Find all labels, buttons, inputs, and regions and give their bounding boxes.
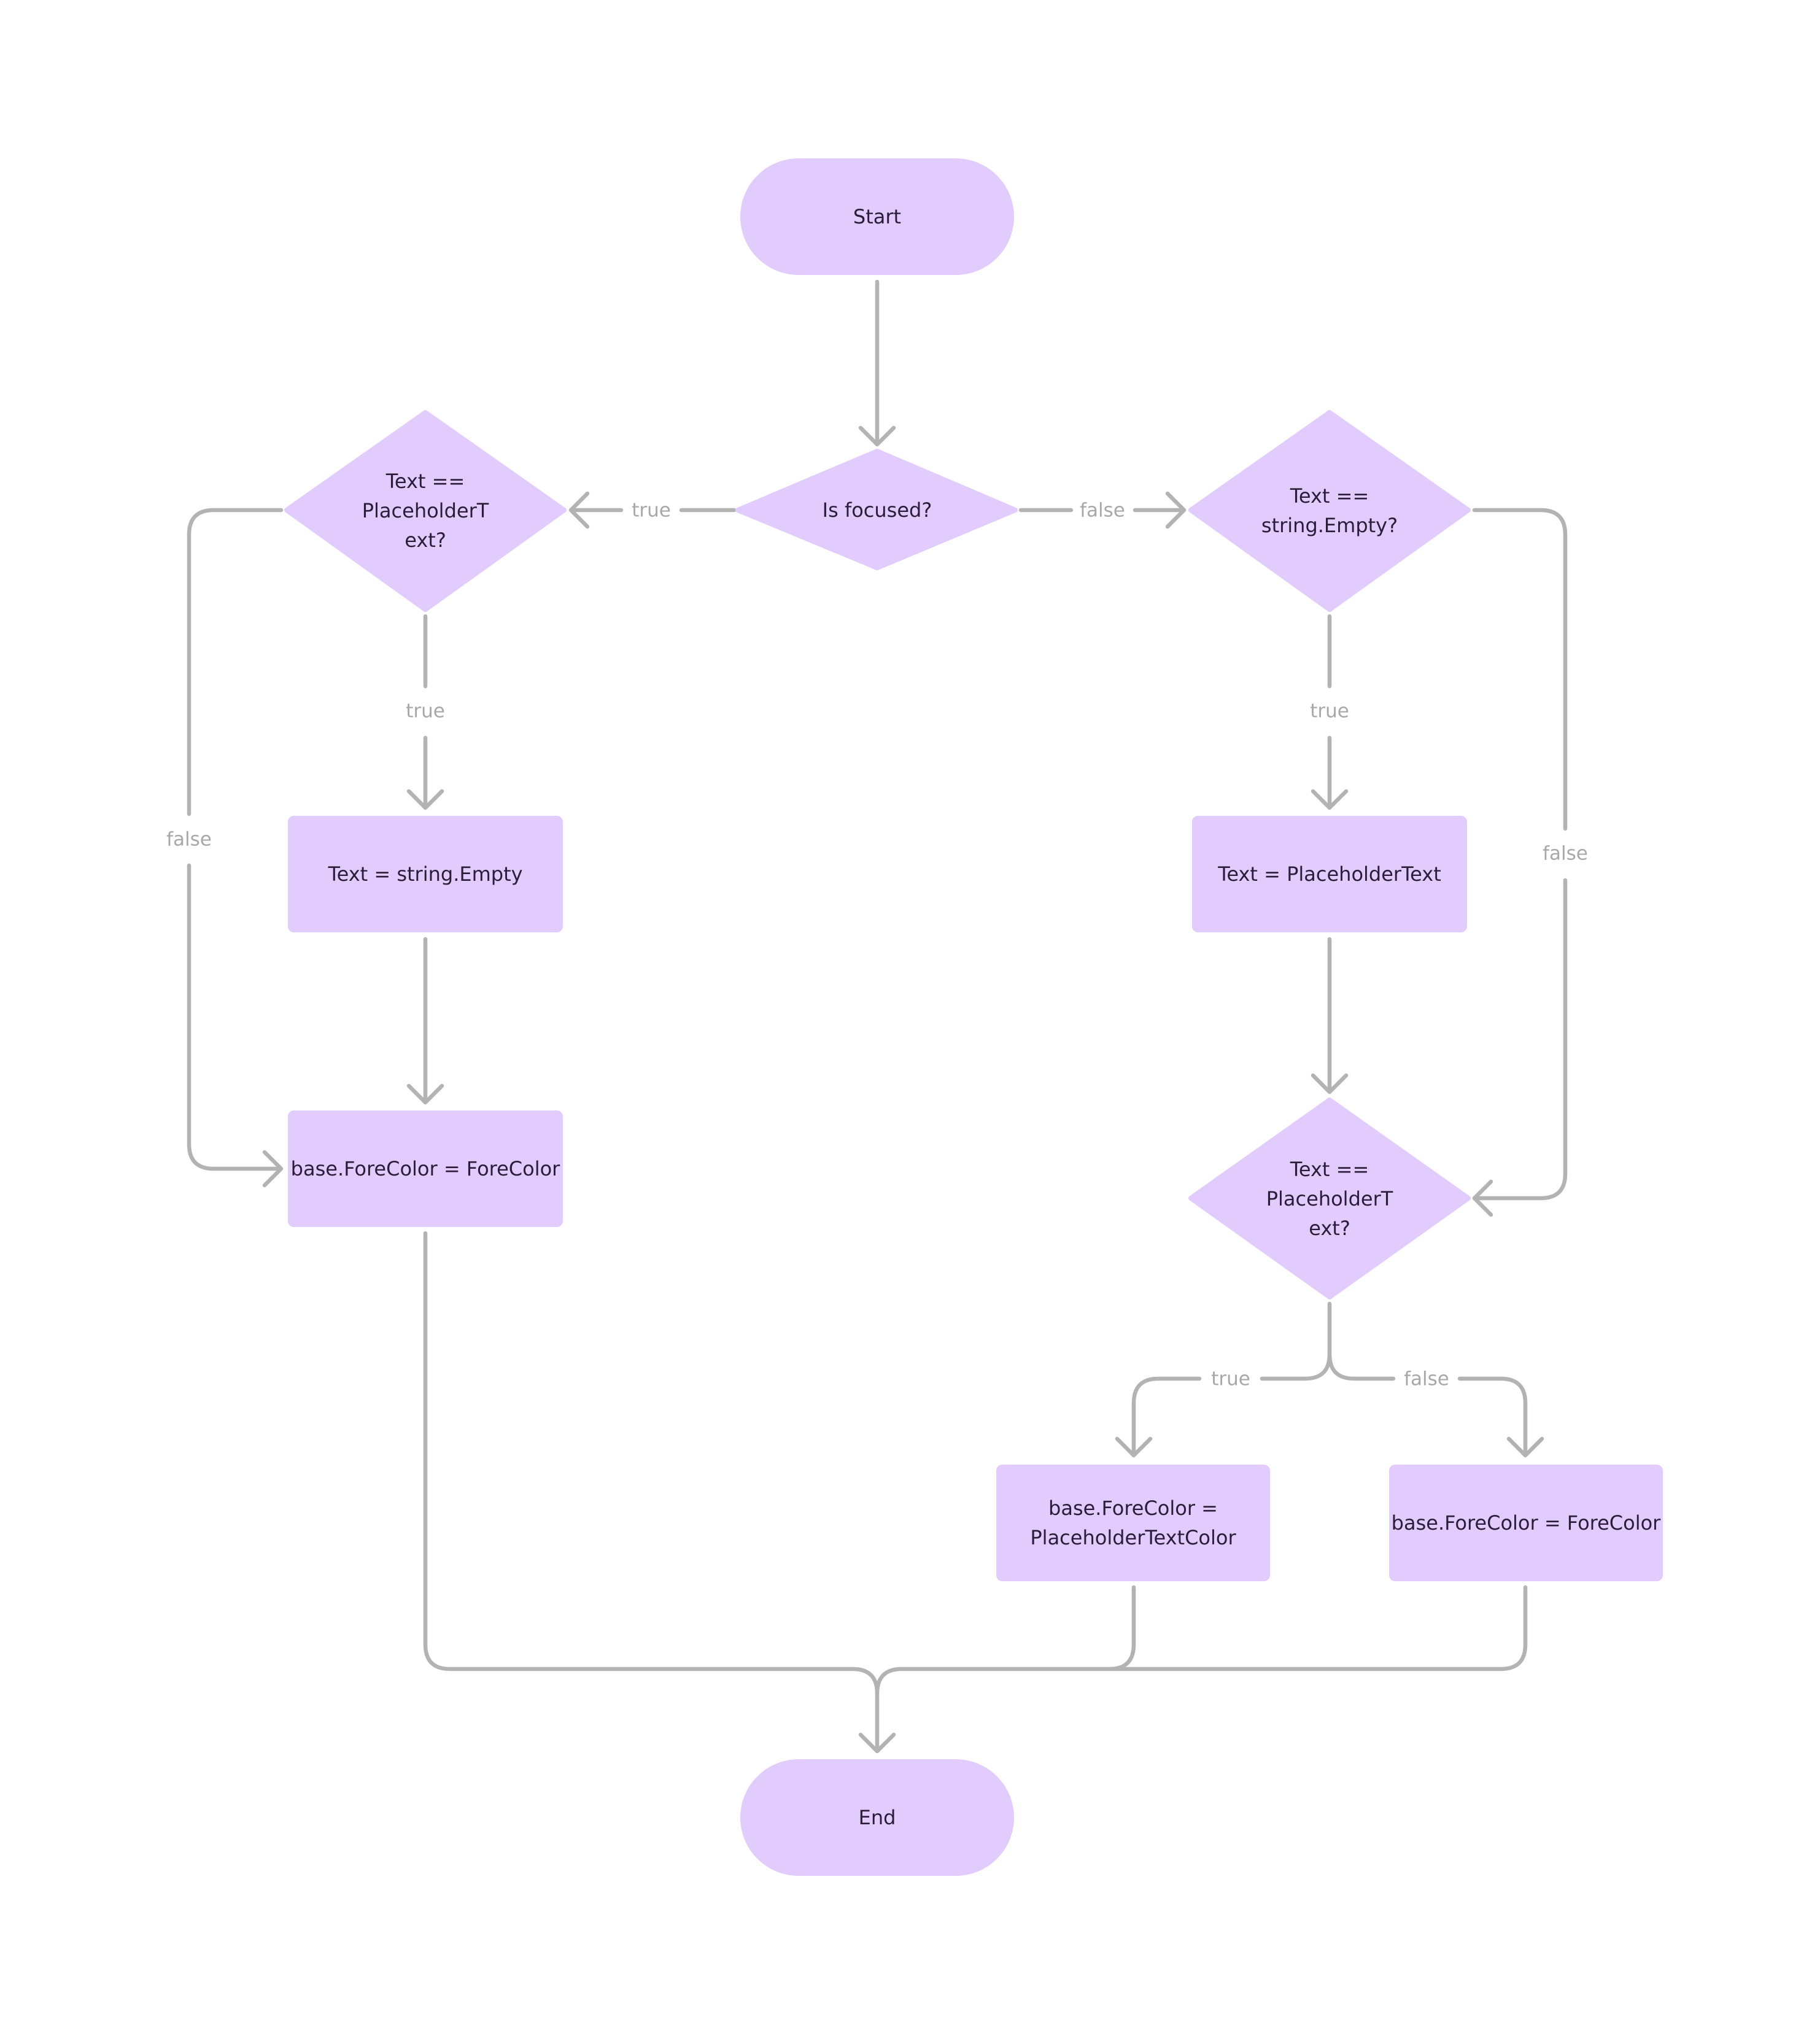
node-bottom-check[interactable]: Text == PlaceholderT ext?	[1188, 1098, 1471, 1299]
node-right-check-line-1: Text ==	[1290, 484, 1369, 508]
node-end[interactable]: End	[740, 1759, 1014, 1876]
arrowhead-icon	[406, 789, 444, 810]
node-left-check-line-1: Text ==	[385, 470, 465, 493]
arrowhead-icon	[406, 1083, 444, 1105]
node-set-placeholder-label: Text = PlaceholderText	[1217, 862, 1441, 886]
node-right-check[interactable]: Text == string.Empty?	[1188, 410, 1471, 612]
edge-placeholder-color-to-end	[875, 1585, 1136, 1696]
arrowhead-icon	[262, 1150, 284, 1188]
arrowhead-icon	[858, 425, 896, 447]
edge-bottom-check-to-right-forecolor	[1327, 1352, 1528, 1457]
node-start[interactable]: Start	[740, 158, 1014, 275]
node-bottom-check-line-1: Text ==	[1290, 1158, 1369, 1181]
arrowhead-icon	[1115, 1436, 1153, 1458]
node-is-focused-label: Is focused?	[823, 498, 932, 522]
edge-label-true: true	[1211, 1368, 1250, 1390]
arrowhead-icon	[858, 1732, 896, 1754]
node-placeholder-color[interactable]: base.ForeColor = PlaceholderTextColor	[996, 1465, 1270, 1581]
node-placeholder-color-line-1: base.ForeColor =	[1048, 1497, 1218, 1520]
edge-label-true: true	[1310, 700, 1349, 722]
node-left-check-line-3: ext?	[405, 529, 446, 552]
edge-label-false: false	[1543, 843, 1588, 865]
node-placeholder-color-line-2: PlaceholderTextColor	[1030, 1526, 1236, 1549]
edge-right-check-to-bottom-check	[1472, 508, 1568, 1201]
edge-left-forecolor-to-end	[423, 1231, 880, 1752]
arrowhead-icon	[1472, 1179, 1493, 1217]
edge-label-true: true	[406, 700, 445, 722]
edge-label-true: true	[632, 500, 671, 522]
node-is-focused[interactable]: Is focused?	[735, 449, 1018, 570]
node-end-label: End	[859, 1806, 896, 1829]
edge-left-check-to-left-forecolor	[187, 508, 284, 1171]
edges: true false true false true false true	[166, 279, 1588, 1754]
node-right-forecolor-label: base.ForeColor = ForeColor	[1392, 1511, 1662, 1535]
node-set-placeholder[interactable]: Text = PlaceholderText	[1192, 816, 1467, 932]
arrowhead-icon	[1165, 491, 1187, 529]
edge-label-false: false	[1080, 500, 1125, 522]
node-bottom-check-line-3: ext?	[1309, 1217, 1350, 1240]
node-right-check-line-2: string.Empty?	[1261, 514, 1398, 537]
arrowhead-icon	[1506, 1436, 1544, 1458]
node-bottom-check-line-2: PlaceholderT	[1266, 1187, 1393, 1210]
node-set-empty[interactable]: Text = string.Empty	[288, 816, 563, 932]
node-right-forecolor[interactable]: base.ForeColor = ForeColor	[1389, 1465, 1663, 1581]
node-left-forecolor[interactable]: base.ForeColor = ForeColor	[288, 1110, 563, 1227]
node-left-check[interactable]: Text == PlaceholderT ext?	[284, 410, 567, 612]
edge-label-false: false	[1404, 1368, 1449, 1390]
edge-right-forecolor-to-end	[1107, 1585, 1528, 1671]
node-start-label: Start	[853, 205, 901, 228]
node-left-forecolor-label: base.ForeColor = ForeColor	[291, 1157, 561, 1180]
edge-label-false: false	[166, 829, 212, 851]
arrowhead-icon	[1311, 1073, 1349, 1094]
arrowhead-icon	[568, 491, 590, 529]
node-left-check-line-2: PlaceholderT	[362, 499, 489, 522]
arrowhead-icon	[1311, 789, 1349, 810]
node-set-empty-label: Text = string.Empty	[327, 862, 522, 886]
